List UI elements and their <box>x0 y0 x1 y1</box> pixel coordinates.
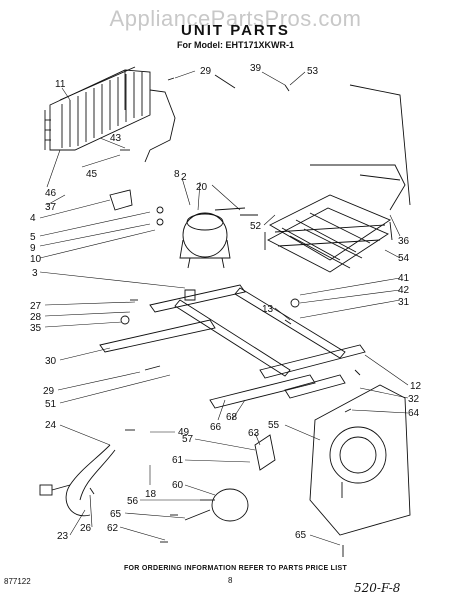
callout-label: 54 <box>398 253 410 264</box>
callout-label: 32 <box>408 394 420 405</box>
callout-label: 55 <box>268 420 280 431</box>
callout-label: 29 <box>43 386 55 397</box>
callout-label: 29 <box>200 66 212 77</box>
page-number: 8 <box>228 576 233 585</box>
handwritten-note: 520-F-8 <box>354 581 401 595</box>
fan-shroud <box>309 384 411 536</box>
callout-label: 2 <box>181 172 187 183</box>
evaporator <box>264 194 393 273</box>
callout-label: 5 <box>30 232 36 243</box>
compressor <box>179 207 246 269</box>
callout-label: 9 <box>30 243 36 254</box>
callout-label: 37 <box>45 202 57 213</box>
callout-label: 65 <box>295 530 307 541</box>
callout-label: 26 <box>80 523 92 534</box>
callout-label: 24 <box>45 420 57 431</box>
tube-line-3 <box>359 174 401 181</box>
callout-label: 63 <box>248 428 260 439</box>
callout-label: 4 <box>30 213 36 224</box>
watermark: AppliancePartsPros.com <box>109 6 362 31</box>
callout-label: 65 <box>110 509 122 520</box>
callout-label: 30 <box>45 356 57 367</box>
callout-label: 11 <box>55 79 66 90</box>
callout-label: 42 <box>398 285 410 296</box>
model-subtitle: For Model: EHT171XKWR-1 <box>176 40 294 50</box>
fan-motor <box>184 434 276 522</box>
callout-label: 18 <box>145 489 157 500</box>
callout-label: 41 <box>398 273 410 284</box>
page-title: UNIT PARTS <box>181 22 290 39</box>
callout-label: 28 <box>30 312 42 323</box>
callout-label: 36 <box>398 236 410 247</box>
callout-label: 60 <box>172 480 184 491</box>
callout-label: 3 <box>32 268 38 279</box>
callout-label: 62 <box>107 523 119 534</box>
callout-label: 66 <box>210 422 222 433</box>
document-code: 877122 <box>4 577 31 586</box>
callout-label: 23 <box>57 531 69 542</box>
callout-label: 31 <box>398 297 410 308</box>
tube-line <box>349 84 411 206</box>
callout-label: 68 <box>226 412 238 423</box>
condenser-coil <box>44 66 176 163</box>
callout-label: 49 <box>178 427 190 438</box>
callout-label: 52 <box>250 221 262 232</box>
tube-line-2 <box>310 164 406 211</box>
small-parts <box>89 74 361 557</box>
callout-label: 8 <box>174 169 180 180</box>
callout-label: 53 <box>307 66 319 77</box>
callout-label: 10 <box>30 254 42 265</box>
wire-harness <box>39 444 116 517</box>
callout-label: 39 <box>250 63 262 74</box>
leader-lines <box>39 70 409 546</box>
callout-label: 27 <box>30 301 42 312</box>
callout-label: 45 <box>86 169 98 180</box>
callout-label: 12 <box>410 381 422 392</box>
callout-label: 43 <box>110 133 122 144</box>
callout-label: 57 <box>182 434 194 445</box>
callout-label: 46 <box>45 188 57 199</box>
callout-labels: 11 29 39 53 43 45 46 37 4 5 9 10 3 8 2 2… <box>30 63 422 542</box>
callout-label: 13 <box>262 304 274 315</box>
frame-rails <box>99 284 366 409</box>
callout-label: 61 <box>172 455 184 466</box>
callout-label: 51 <box>45 399 57 410</box>
ordering-footer: FOR ORDERING INFORMATION REFER TO PARTS … <box>123 565 348 572</box>
callout-label: 56 <box>127 496 139 507</box>
callout-label: 64 <box>408 408 420 419</box>
callout-label: 20 <box>196 182 208 193</box>
callout-label: 35 <box>30 323 42 334</box>
